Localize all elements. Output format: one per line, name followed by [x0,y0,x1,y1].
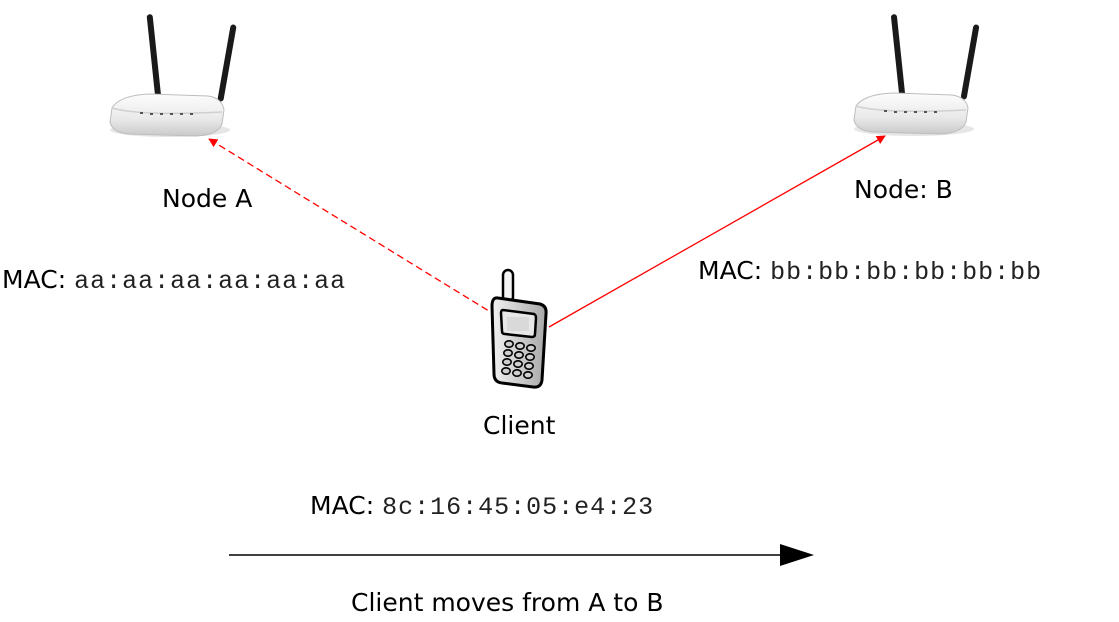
node-b-mac: MAC: bb:bb:bb:bb:bb:bb [698,256,1042,288]
node-a-mac-address: aa:aa:aa:aa:aa:aa [74,267,347,296]
link-client-to-node-b [548,135,886,328]
node-b-router-icon [853,14,980,136]
node-a-mac: MAC: aa:aa:aa:aa:aa:aa [2,265,346,297]
node-b-mac-address: bb:bb:bb:bb:bb:bb [770,258,1043,287]
node-a-mac-prefix: MAC: [2,265,67,294]
client-mac: MAC: 8c:16:45:05:e4:23 [310,491,654,523]
movement-arrow [229,544,814,566]
client-mac-prefix: MAC: [310,491,375,520]
node-a-router-icon [109,14,237,137]
client-phone-icon [490,268,548,389]
movement-caption: Client moves from A to B [351,588,664,617]
node-a-label: Node A [162,184,253,213]
link-client-to-node-a [208,138,498,317]
node-b-label: Node: B [854,175,953,204]
client-mac-address: 8c:16:45:05:e4:23 [382,493,655,522]
node-b-mac-prefix: MAC: [698,256,763,285]
client-label: Client [483,411,556,440]
